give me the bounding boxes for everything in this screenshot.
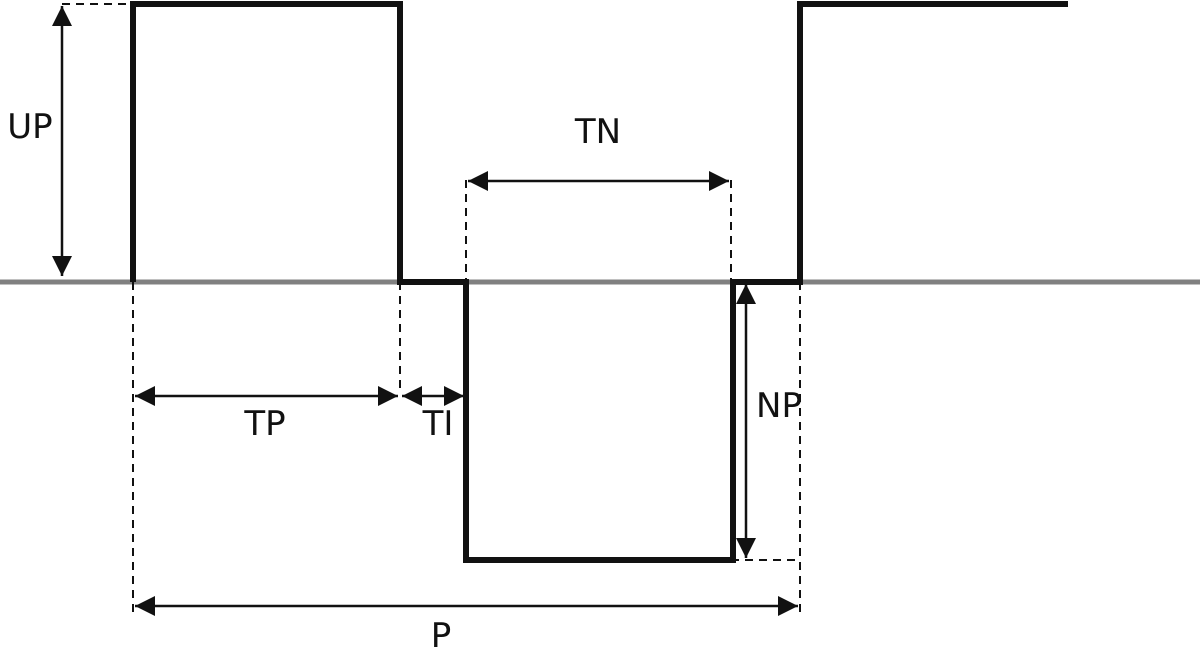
np-label: NP: [756, 386, 802, 426]
p-label: P: [431, 616, 452, 656]
tn-label: TN: [574, 112, 621, 152]
up-label: UP: [7, 107, 52, 147]
dashed-guides: [62, 3, 801, 612]
tp-label: TP: [243, 404, 285, 444]
ti-label: TI: [422, 404, 454, 444]
waveform: [130, 1, 1068, 563]
